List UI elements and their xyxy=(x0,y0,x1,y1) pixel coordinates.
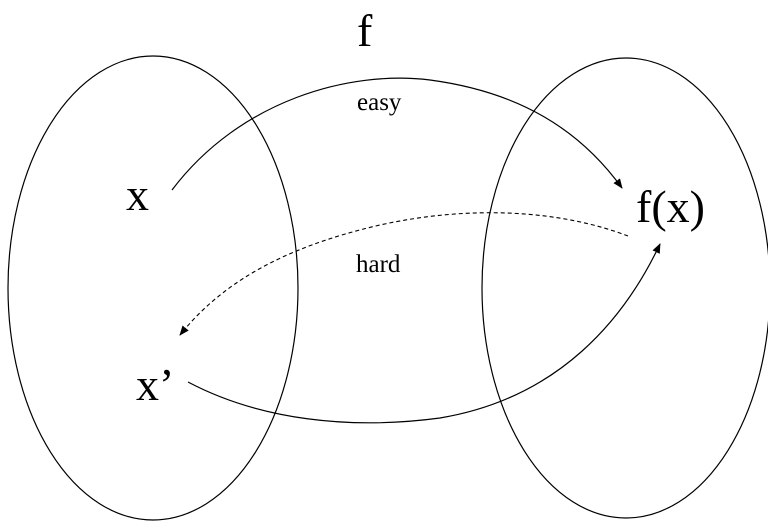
codomain-ellipse xyxy=(481,57,768,519)
x-label: x xyxy=(126,169,149,220)
hard-arrow xyxy=(179,212,629,336)
function-label: f xyxy=(357,5,373,56)
domain-ellipse xyxy=(7,55,299,521)
hard-label: hard xyxy=(356,251,401,278)
easy-label: easy xyxy=(357,89,402,116)
easy-arrow xyxy=(171,77,623,191)
x-prime-label: x’ xyxy=(136,359,174,410)
bottom-arrow xyxy=(187,243,661,424)
fx-label: f(x) xyxy=(636,181,705,232)
